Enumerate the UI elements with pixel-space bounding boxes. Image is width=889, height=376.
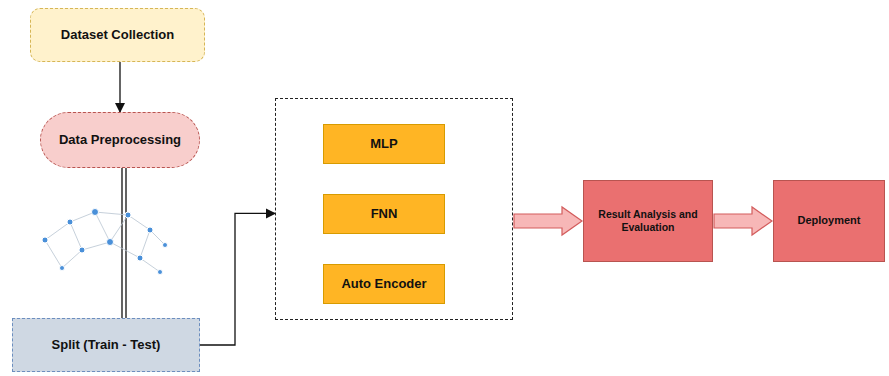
process-pill: Data Preprocessing	[40, 112, 200, 168]
node-label: Result Analysis and Evaluation	[584, 208, 712, 233]
node-label: Auto Encoder	[335, 276, 432, 292]
node-label: MLP	[364, 136, 403, 152]
process-box: Split (Train - Test)	[12, 318, 200, 372]
process-box: Result Analysis and Evaluation	[583, 180, 713, 262]
model-box: FNN	[323, 194, 445, 234]
connector	[200, 213, 275, 345]
model-box: Auto Encoder	[323, 264, 445, 304]
network-links	[45, 212, 165, 272]
node-label: Deployment	[792, 214, 867, 227]
block-arrow	[514, 207, 582, 235]
connector	[122, 168, 126, 318]
block-arrow	[714, 207, 772, 235]
node-label: FNN	[365, 206, 404, 222]
network-dots	[42, 209, 168, 275]
process-box: Dataset Collection	[30, 8, 205, 62]
node-label: Data Preprocessing	[53, 132, 187, 148]
process-box: Deployment	[773, 180, 885, 262]
node-label: Dataset Collection	[55, 27, 180, 43]
connector	[119, 62, 120, 112]
model-group: MLP FNN Auto Encoder	[275, 98, 513, 320]
node-label: Split (Train - Test)	[46, 337, 167, 353]
model-box: MLP	[323, 124, 445, 164]
